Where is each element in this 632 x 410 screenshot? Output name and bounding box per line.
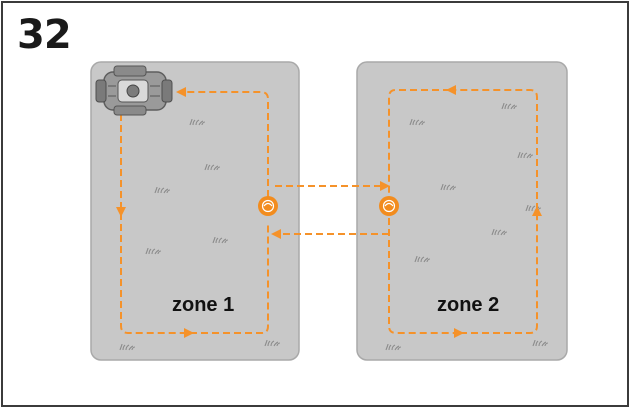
zone-1-area (90, 61, 300, 361)
boundary-station-icon (258, 196, 278, 216)
passage-paths (271, 181, 390, 239)
zone-1-path (116, 87, 269, 338)
zone-2: zone 2 (356, 61, 568, 361)
boundary-station-icon (379, 196, 399, 216)
step-number: 32 (17, 12, 72, 58)
zone-2-path (388, 85, 542, 338)
zone-2-area (356, 61, 568, 361)
zone-1-label: zone 1 (172, 294, 234, 316)
zone-2-label: zone 2 (437, 294, 499, 316)
zone-1: zone 1 (90, 61, 300, 361)
robotic-mower-icon (95, 65, 173, 116)
